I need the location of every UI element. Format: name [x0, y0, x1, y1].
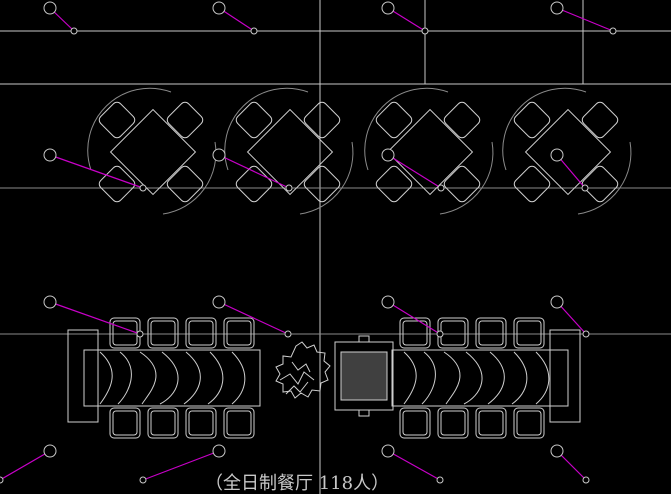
- round-table-group: [87, 87, 632, 215]
- long-table-right: [391, 329, 581, 423]
- display-cabinet-icon: [334, 335, 394, 417]
- leader-line: [381, 444, 444, 484]
- leader-line-group: [0, 1, 617, 484]
- dining-chair-icon: [98, 101, 136, 139]
- leader-line: [0, 444, 57, 484]
- drawing-caption: （全日制餐厅 118人）: [205, 473, 389, 494]
- dining-chair-icon: [375, 101, 413, 139]
- dining-chair-icon: [513, 165, 551, 203]
- dining-chair-icon: [185, 407, 217, 439]
- leader-line: [43, 148, 147, 192]
- dining-chair-icon: [185, 317, 217, 349]
- leader-line: [550, 295, 590, 338]
- round-table-icon: [364, 87, 494, 215]
- leader-line: [43, 1, 78, 35]
- dining-chair-icon: [235, 101, 273, 139]
- dining-chair-icon: [513, 317, 545, 349]
- dining-chair-icon: [375, 165, 413, 203]
- dining-chair-icon: [437, 407, 469, 439]
- dining-chair-icon: [443, 101, 481, 139]
- dining-chair-icon: [303, 165, 341, 203]
- dining-chair-icon: [109, 407, 141, 439]
- leader-line: [212, 148, 293, 192]
- dining-chair-icon: [399, 407, 431, 439]
- dining-chair-icon: [513, 407, 545, 439]
- dining-chair-icon: [475, 317, 507, 349]
- leader-line: [550, 1, 617, 35]
- leader-line: [381, 1, 429, 35]
- dining-chair-icon: [223, 317, 255, 349]
- round-table-icon: [87, 87, 217, 215]
- leader-line: [212, 295, 292, 338]
- dining-chair-icon: [475, 407, 507, 439]
- dining-chair-icon: [303, 101, 341, 139]
- round-table-icon: [502, 87, 632, 215]
- dining-chair-icon: [166, 165, 204, 203]
- dining-chair-icon: [513, 101, 551, 139]
- round-table-icon: [224, 87, 354, 215]
- dining-chair-icon: [581, 101, 619, 139]
- dining-chair-icon: [399, 317, 431, 349]
- leader-line: [212, 1, 258, 35]
- leader-line: [381, 148, 445, 192]
- dining-chair-icon: [235, 165, 273, 203]
- dining-chair-icon: [147, 407, 179, 439]
- dining-chair-icon: [166, 101, 204, 139]
- plant-icon: [275, 341, 331, 399]
- dining-chair-icon: [98, 165, 136, 203]
- dining-chair-icon: [443, 165, 481, 203]
- dining-chair-icon: [581, 165, 619, 203]
- leader-line: [381, 295, 444, 338]
- leader-line: [139, 444, 226, 484]
- leader-line: [43, 295, 144, 338]
- dining-chair-icon: [223, 407, 255, 439]
- leader-line: [550, 148, 589, 192]
- leader-line: [550, 444, 590, 484]
- dining-chair-icon: [147, 317, 179, 349]
- long-table-left: [67, 329, 261, 423]
